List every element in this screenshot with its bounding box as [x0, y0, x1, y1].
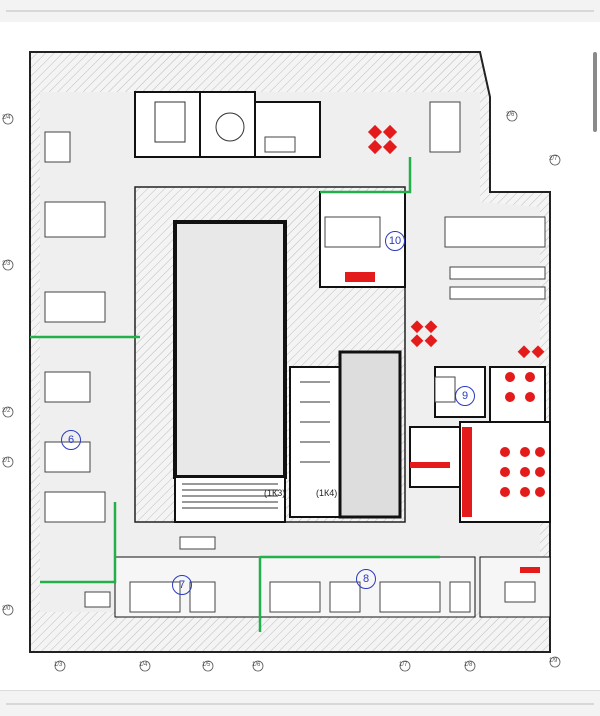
round-table [215, 112, 245, 142]
zone-label-9: 9 [455, 386, 475, 406]
toolbar-divider-bottom [6, 703, 594, 705]
stair-treads [182, 381, 330, 509]
axis-label-bottom-3: 1/5 [202, 662, 211, 668]
axis-label-right-1: 2/6 [506, 112, 515, 118]
axis-label-left-2: 2/3 [2, 261, 11, 267]
axis-label-bottom-4: 1/6 [252, 662, 261, 668]
elevator-label-1: (1К3) [264, 488, 286, 498]
axis-label-bottom-2: 1/4 [139, 662, 148, 668]
viewer-top-toolbar [0, 0, 600, 23]
axis-label-right-2: 2/7 [549, 156, 558, 162]
axis-label-bottom-7: 1/9 [549, 658, 558, 664]
axis-label-left-3: 2/2 [2, 408, 11, 414]
floor-plan [2, 51, 561, 672]
green-partitions [30, 157, 440, 632]
axis-label-left-1: 2/4 [2, 115, 11, 121]
zone-label-8: 8 [356, 569, 376, 589]
floor-plan-viewer[interactable]: 10 6 7 8 9 (1К3) (1К4) 2/4 2/3 2/2 2/1 2… [0, 22, 600, 690]
room-red-lounge [489, 366, 546, 423]
zone-label-6: 6 [61, 430, 81, 450]
axis-label-left-5: 2/0 [2, 606, 11, 612]
core-room-2 [338, 350, 402, 519]
viewer-bottom-toolbar [0, 690, 600, 716]
axis-label-bottom-6: 1/8 [464, 662, 473, 668]
kitchen-block [409, 426, 461, 488]
axis-label-left-4: 2/1 [2, 458, 11, 464]
toolbar-divider [6, 10, 594, 12]
axis-label-bottom-5: 1/7 [399, 662, 408, 668]
zone-label-10: 10 [385, 231, 405, 251]
cafe-counter [462, 427, 472, 517]
vertical-scrollbar[interactable] [593, 52, 597, 132]
elevator-label-2: (1К4) [316, 488, 338, 498]
conference-table [154, 101, 186, 143]
core-room [173, 220, 287, 479]
zone-label-7: 7 [172, 575, 192, 595]
red-counter [345, 272, 375, 282]
axis-bubbles [2, 110, 561, 672]
axis-label-bottom-1: 1/3 [54, 662, 63, 668]
workstations [44, 101, 546, 613]
